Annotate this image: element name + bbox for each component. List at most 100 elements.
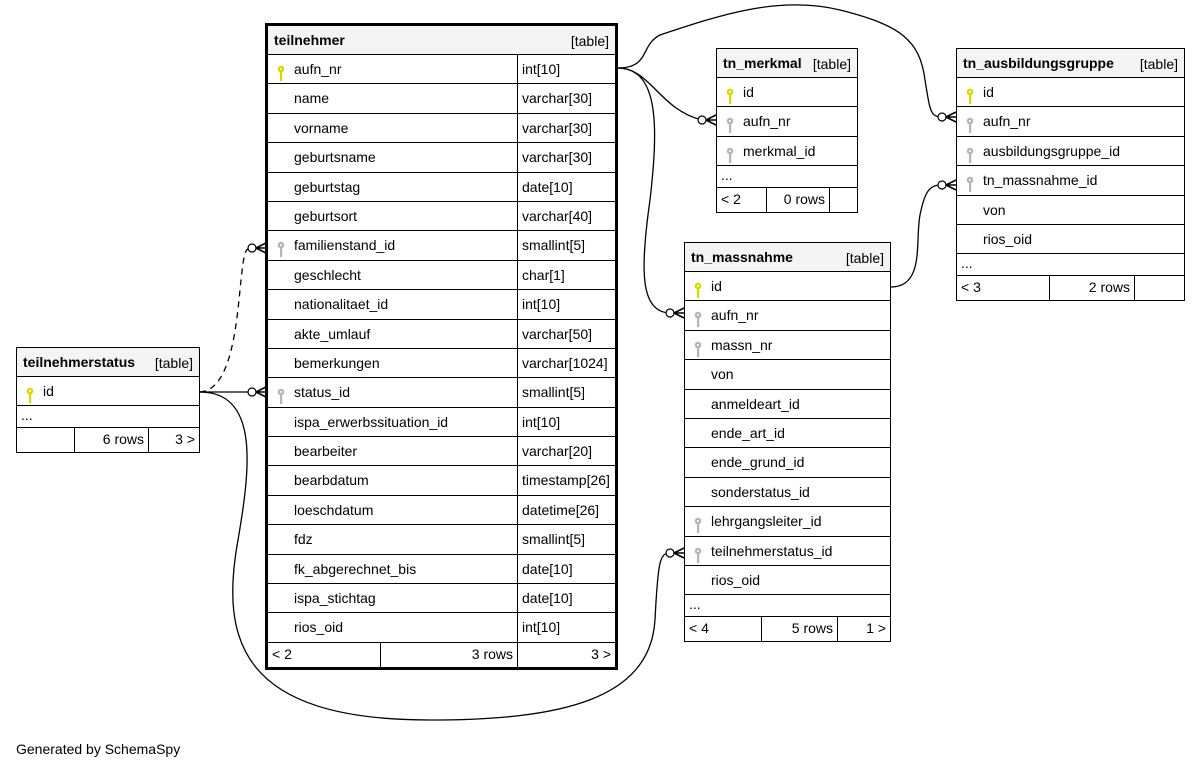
child-count-link[interactable]: 3 > (175, 431, 195, 448)
column-name: von (711, 366, 734, 383)
table-name[interactable]: tn_merkmal (723, 55, 802, 71)
column-row[interactable]: massn_nr (685, 331, 890, 361)
column-type: smallint[5] (517, 231, 615, 260)
column-row[interactable]: id (957, 78, 1184, 108)
column-row[interactable]: aufn_nr int[10] (268, 55, 615, 85)
column-row[interactable]: teilnehmerstatus_id (685, 537, 890, 566)
column-row[interactable]: bearbdatum timestamp[26] (268, 466, 615, 496)
column-row[interactable]: aufn_nr (957, 107, 1184, 137)
foreign-key-icon (277, 238, 285, 258)
column-row[interactable]: anmeldeart_id (685, 390, 890, 419)
column-row[interactable]: status_id smallint[5] (268, 378, 615, 408)
column-name: anmeldeart_id (711, 395, 800, 412)
table-header[interactable]: tn_ausbildungsgruppe [table] (957, 49, 1184, 78)
column-row[interactable]: rios_oid int[10] (268, 613, 615, 643)
primary-key-icon (966, 85, 974, 104)
column-row[interactable]: aufn_nr (685, 301, 890, 331)
column-row[interactable]: von (957, 196, 1184, 225)
table-header[interactable]: teilnehmer [table] (268, 26, 615, 55)
column-row[interactable]: id (717, 78, 857, 108)
column-row[interactable]: fdz smallint[5] (268, 525, 615, 555)
column-row[interactable]: aufn_nr (717, 107, 857, 137)
table-footer: < 2 0 rows (717, 188, 857, 213)
column-row[interactable]: von (685, 360, 890, 390)
column-name: teilnehmerstatus_id (711, 542, 833, 559)
parent-count-link[interactable]: < 4 (685, 617, 762, 642)
column-name: id (743, 84, 754, 100)
column-row[interactable]: sonderstatus_id (685, 478, 890, 508)
table-footer: < 3 2 rows (957, 276, 1184, 301)
column-row[interactable]: rios_oid (957, 225, 1184, 255)
many-crowfoot-icon (255, 242, 267, 254)
column-row[interactable]: tn_massnahme_id (957, 166, 1184, 196)
column-row[interactable]: ispa_erwerbssituation_id int[10] (268, 407, 615, 438)
table-name[interactable]: tn_ausbildungsgruppe (963, 55, 1114, 71)
column-row[interactable]: name varchar[30] (268, 84, 615, 114)
table-name[interactable]: teilnehmer (274, 32, 345, 48)
table-tn-massnahme[interactable]: tn_massnahme [table] id aufn_nr massn_nr… (684, 242, 891, 643)
column-row[interactable]: loeschdatum datetime[26] (268, 495, 615, 526)
many-crowfoot-icon (673, 547, 685, 559)
table-tn-merkmal[interactable]: tn_merkmal [table] id aufn_nr merkmal_id… (716, 48, 858, 214)
column-row[interactable]: ende_grund_id (685, 448, 890, 478)
child-count-link[interactable] (1135, 276, 1184, 300)
column-row[interactable]: vorname varchar[30] (268, 113, 615, 144)
column-row[interactable]: rios_oid (685, 566, 890, 596)
child-count-link[interactable] (830, 188, 857, 212)
table-header[interactable]: teilnehmerstatus [table] (17, 348, 199, 377)
column-name: geburtsname (294, 149, 376, 166)
child-count-link[interactable]: 3 > (591, 645, 611, 662)
column-row[interactable]: ende_art_id (685, 419, 890, 449)
row-count: 3 rows (381, 642, 518, 667)
primary-key-icon (26, 384, 34, 403)
table-footer: < 2 3 rows 3 > (268, 642, 615, 667)
parent-count-link[interactable]: < 3 (957, 276, 1050, 301)
relationship-edge (199, 391, 671, 721)
column-type: smallint[5] (517, 525, 615, 554)
row-count: 5 rows (762, 617, 838, 642)
relationship-edge (890, 184, 943, 288)
table-name[interactable]: tn_massnahme (691, 249, 793, 265)
optional-marker-icon (665, 308, 675, 318)
parent-count-link[interactable]: < 2 (268, 642, 381, 667)
more-columns-ellipsis: ... (717, 166, 857, 189)
column-row[interactable]: bemerkungen varchar[1024] (268, 348, 615, 379)
column-row[interactable]: bearbeiter varchar[20] (268, 437, 615, 467)
table-header[interactable]: tn_massnahme [table] (685, 243, 890, 272)
table-tn-ausbildungsgruppe[interactable]: tn_ausbildungsgruppe [table] id aufn_nr … (956, 48, 1185, 302)
column-name: bearbeiter (294, 443, 358, 460)
parent-count-link[interactable]: < 2 (717, 188, 767, 213)
column-row[interactable]: geburtsname varchar[30] (268, 143, 615, 173)
column-type: date[10] (517, 554, 615, 584)
generated-by-label: Generated by SchemaSpy (16, 741, 181, 757)
more-columns-ellipsis: ... (17, 406, 199, 429)
column-row[interactable]: ispa_stichtag date[10] (268, 584, 615, 614)
column-name: tn_massnahme_id (983, 172, 1098, 189)
table-header[interactable]: tn_merkmal [table] (717, 49, 857, 78)
table-name[interactable]: teilnehmerstatus (23, 354, 136, 370)
primary-key-icon (694, 279, 702, 298)
column-type: varchar[20] (517, 437, 615, 466)
column-row[interactable]: nationalitaet_id int[10] (268, 290, 615, 320)
foreign-key-icon (726, 144, 734, 163)
column-row[interactable]: fk_abgerechnet_bis date[10] (268, 554, 615, 585)
optional-marker-icon (937, 112, 947, 122)
column-row[interactable]: geburtsort varchar[40] (268, 201, 615, 232)
column-row[interactable]: id (17, 377, 199, 407)
column-row[interactable]: lehrgangsleiter_id (685, 507, 890, 537)
column-row[interactable]: akte_umlauf varchar[50] (268, 319, 615, 349)
column-row[interactable]: id (685, 272, 890, 302)
column-row[interactable]: geschlecht char[1] (268, 260, 615, 291)
child-count-link[interactable]: 1 > (866, 620, 886, 637)
column-type: int[10] (517, 55, 615, 84)
row-count: 0 rows (767, 188, 830, 213)
column-type: varchar[30] (517, 113, 615, 143)
column-row[interactable]: ausbildungsgruppe_id (957, 137, 1184, 167)
column-row[interactable]: familienstand_id smallint[5] (268, 231, 615, 261)
foreign-key-icon (694, 514, 702, 534)
column-row[interactable]: merkmal_id (717, 137, 857, 167)
table-teilnehmer[interactable]: teilnehmer [table] aufn_nr int[10] name … (265, 23, 618, 670)
parent-count-link[interactable] (17, 428, 75, 453)
table-teilnehmerstatus[interactable]: teilnehmerstatus [table] id ... 6 rows 3… (16, 347, 200, 454)
column-row[interactable]: geburtstag date[10] (268, 172, 615, 202)
